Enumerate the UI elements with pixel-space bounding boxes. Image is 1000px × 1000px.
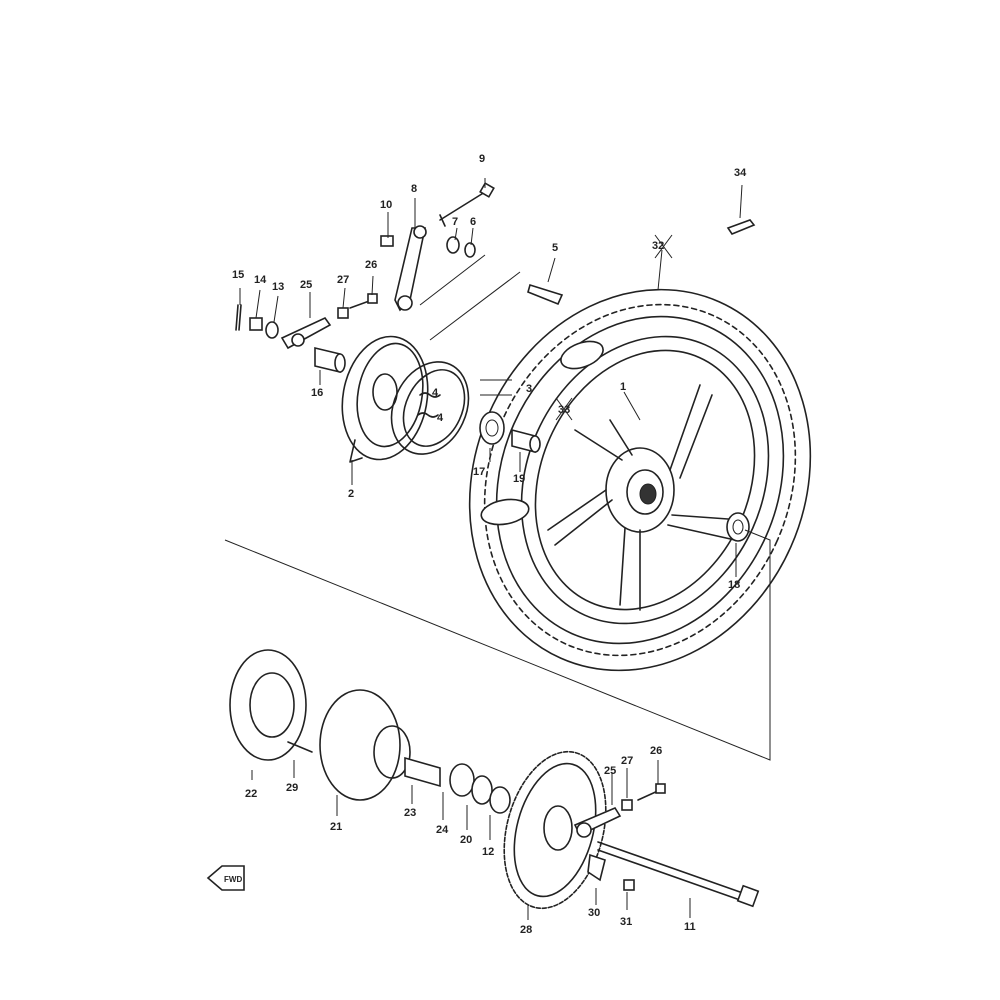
nut-27-upper <box>337 307 349 319</box>
label-24: 24 <box>436 824 449 836</box>
label-9: 9 <box>479 153 485 165</box>
fwd-arrow: FWD <box>206 865 245 891</box>
washer-13 <box>265 321 279 339</box>
bolt-9 <box>439 191 486 227</box>
sprocket-assembly <box>229 649 760 910</box>
balance-weight-34 <box>726 219 756 235</box>
rear-wheel-assembly <box>468 288 812 672</box>
label-6: 6 <box>470 216 476 228</box>
label-4b: 4 <box>437 412 444 424</box>
label-28: 28 <box>520 924 532 936</box>
label-17: 17 <box>473 466 485 478</box>
brake-shoes <box>390 361 470 455</box>
fwd-label: FWD <box>224 875 242 884</box>
adjuster-30 <box>587 853 606 882</box>
part-labels: 1 2 3 4 4 5 6 7 8 9 10 11 12 13 14 15 16… <box>232 153 747 936</box>
label-26a: 26 <box>365 259 377 271</box>
label-33: 33 <box>558 404 570 416</box>
spacer-12 <box>489 786 511 814</box>
bearing-24 <box>449 763 475 797</box>
valve-5 <box>527 283 564 306</box>
label-31: 31 <box>620 916 632 928</box>
nut-31 <box>623 879 635 891</box>
spacer-18 <box>726 512 750 542</box>
tire <box>468 288 812 672</box>
label-25a: 25 <box>300 279 312 291</box>
label-23: 23 <box>404 807 416 819</box>
nut-27-lower <box>621 799 633 811</box>
spokes <box>547 384 743 611</box>
rim <box>520 335 770 625</box>
label-11: 11 <box>684 921 696 933</box>
label-12: 12 <box>482 846 494 858</box>
nut-14 <box>249 317 263 331</box>
label-30: 30 <box>588 907 600 919</box>
label-26b: 26 <box>650 745 662 757</box>
tire-section-bottom <box>480 498 530 526</box>
label-5: 5 <box>552 242 558 254</box>
hub <box>605 447 675 533</box>
label-10: 10 <box>380 199 392 211</box>
label-19: 19 <box>513 473 525 485</box>
label-27b: 27 <box>621 755 633 767</box>
damper-22 <box>229 649 307 761</box>
label-15: 15 <box>232 269 244 281</box>
stud-29 <box>287 741 313 753</box>
label-4a: 4 <box>432 387 439 399</box>
label-7: 7 <box>452 216 458 228</box>
tire-section-top <box>560 340 604 370</box>
label-21: 21 <box>330 821 342 833</box>
label-2: 2 <box>348 488 354 500</box>
brake-assembly <box>235 182 756 463</box>
spacer-23 <box>404 756 441 788</box>
nut-10 <box>380 235 394 247</box>
label-34: 34 <box>734 167 747 179</box>
label-18: 18 <box>728 579 740 591</box>
cam-lever-25 <box>280 316 332 350</box>
axle-11 <box>597 841 741 901</box>
label-29: 29 <box>286 782 298 794</box>
washer-6 <box>464 242 476 258</box>
bearing-17 <box>479 411 505 445</box>
leader-lines <box>224 178 771 920</box>
label-14: 14 <box>254 274 267 286</box>
cotter-pin-15 <box>235 304 242 331</box>
brake-panel <box>341 335 429 461</box>
label-27a: 27 <box>337 274 349 286</box>
oil-seal-20 <box>471 775 493 805</box>
label-1: 1 <box>620 381 626 393</box>
label-25b: 25 <box>604 765 616 777</box>
washer-7 <box>446 236 460 254</box>
sprocket-hub-21 <box>319 689 401 801</box>
label-16: 16 <box>311 387 323 399</box>
label-22: 22 <box>245 788 257 800</box>
label-8: 8 <box>411 183 417 195</box>
label-3: 3 <box>526 383 532 395</box>
label-20: 20 <box>460 834 472 846</box>
label-13: 13 <box>272 281 284 293</box>
label-32: 32 <box>652 240 664 252</box>
